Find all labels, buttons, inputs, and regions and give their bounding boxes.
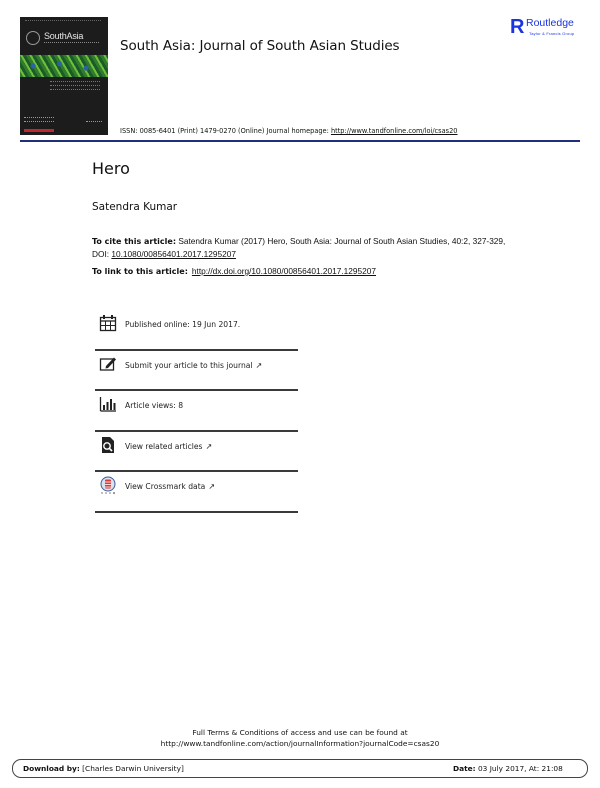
edit-icon bbox=[99, 357, 116, 371]
author-name: Satendra Kumar bbox=[92, 201, 178, 213]
external-link-icon: ↗ bbox=[255, 360, 263, 370]
publisher-tagline: Taylor & Francis Group bbox=[529, 31, 575, 36]
date-value: 03 July 2017, At: 21:08 bbox=[475, 764, 563, 773]
meta-submit[interactable]: Submit your article to this journal↗ bbox=[95, 351, 298, 391]
search-document-icon bbox=[102, 436, 114, 453]
terms-notice: Full Terms & Conditions of access and us… bbox=[0, 727, 600, 749]
peacock-feather-image bbox=[20, 55, 108, 77]
meta-published: Published online: 19 Jun 2017. bbox=[95, 310, 298, 351]
citation: To cite this article: Satendra Kumar (20… bbox=[92, 235, 512, 261]
meta-views: Article views: 8 bbox=[95, 391, 298, 432]
article-title: Hero bbox=[92, 159, 130, 178]
cover-title: SouthAsia bbox=[44, 31, 84, 41]
crossmark-label: View Crossmark data bbox=[125, 482, 206, 491]
article-views: Article views: 8 bbox=[125, 401, 184, 410]
terms-url-link[interactable]: http://www.tandfonline.com/action/journa… bbox=[160, 739, 440, 748]
link-label: To link to this article: bbox=[92, 267, 188, 276]
journal-title: South Asia: Journal of South Asian Studi… bbox=[120, 38, 400, 54]
article-url-link[interactable]: http://dx.doi.org/10.1080/00856401.2017.… bbox=[191, 266, 376, 276]
meta-related[interactable]: View related articles↗ bbox=[95, 432, 298, 472]
article-link-line: To link to this article:http://dx.doi.or… bbox=[92, 266, 376, 276]
crossmark-icon bbox=[100, 476, 116, 494]
submit-label: Submit your article to this journal bbox=[125, 360, 253, 370]
cite-text: Satendra Kumar (2017) Hero, South Asia: … bbox=[92, 236, 506, 259]
terms-text: Full Terms & Conditions of access and us… bbox=[192, 728, 408, 737]
download-by: Download by: [Charles Darwin University] bbox=[23, 764, 184, 773]
download-value: [Charles Darwin University] bbox=[79, 764, 184, 773]
date-label: Date: bbox=[453, 764, 476, 773]
download-date: Date: 03 July 2017, At: 21:08 bbox=[453, 764, 563, 773]
crossmark-link[interactable]: View Crossmark data↗ bbox=[125, 482, 215, 491]
doi-link[interactable]: 10.1080/00856401.2017.1295207 bbox=[111, 249, 236, 259]
related-articles-link[interactable]: View related articles↗ bbox=[125, 442, 212, 451]
external-link-icon: ↗ bbox=[205, 441, 213, 451]
submit-article-link[interactable]: Submit your article to this journal↗ bbox=[125, 361, 262, 370]
article-meta-list: Published online: 19 Jun 2017. Submit yo… bbox=[95, 310, 298, 513]
issn-line: ISSN: 0085-6401 (Print) 1479-0270 (Onlin… bbox=[120, 127, 457, 135]
calendar-icon bbox=[99, 315, 117, 332]
meta-crossmark[interactable]: View Crossmark data↗ bbox=[95, 472, 298, 513]
bar-chart-icon bbox=[99, 397, 116, 412]
related-label: View related articles bbox=[125, 441, 203, 451]
routledge-r-icon: R bbox=[510, 16, 525, 38]
journal-cover-image: SouthAsia bbox=[20, 17, 108, 135]
publisher-name: Routledge bbox=[526, 17, 574, 29]
issn-text: ISSN: 0085-6401 (Print) 1479-0270 (Onlin… bbox=[120, 127, 331, 135]
download-info-bar: Download by: [Charles Darwin University]… bbox=[12, 759, 588, 778]
external-link-icon: ↗ bbox=[208, 482, 216, 491]
routledge-logo[interactable]: R Routledge Taylor & Francis Group bbox=[510, 16, 590, 40]
published-date: Published online: 19 Jun 2017. bbox=[125, 320, 241, 329]
header-divider bbox=[20, 140, 580, 142]
journal-homepage-link[interactable]: http://www.tandfonline.com/loi/csas20 bbox=[330, 127, 458, 135]
cite-label: To cite this article: bbox=[92, 237, 177, 246]
seal-icon bbox=[26, 31, 40, 45]
download-label: Download by: bbox=[23, 764, 80, 773]
